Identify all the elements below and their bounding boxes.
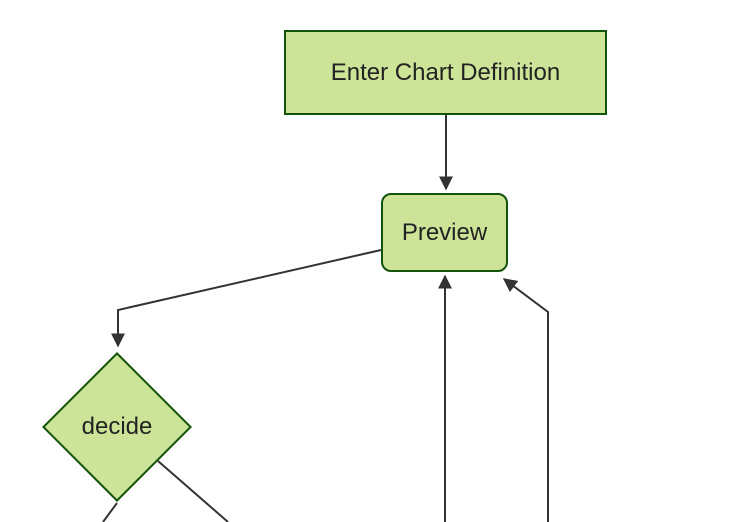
edge-offscreen-right-to-preview [502,278,549,522]
edge-preview-to-decide [111,249,382,348]
node-preview: Preview [381,193,508,272]
node-enter-chart-definition-label: Enter Chart Definition [330,58,561,86]
node-enter-chart-definition: Enter Chart Definition [284,30,607,115]
node-decide-label: decide [81,413,153,440]
edge-decide-to-offscreen-right [157,460,229,522]
node-decide: decide [42,352,192,502]
edge-decide-to-offscreen-left [102,502,118,522]
node-preview-label: Preview [401,218,488,246]
